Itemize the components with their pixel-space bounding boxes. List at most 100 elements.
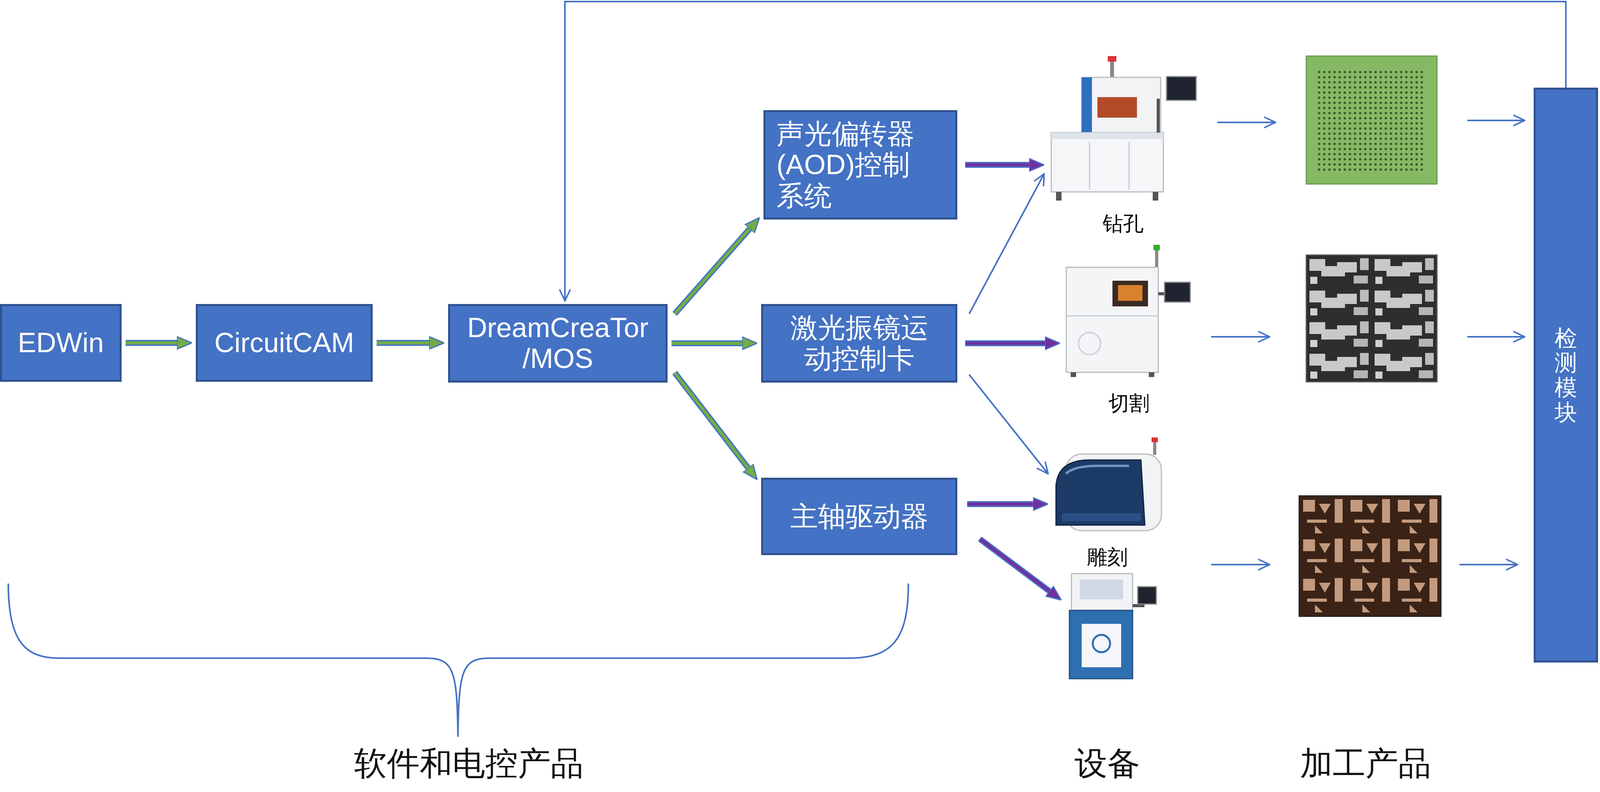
connector-outline [376,339,430,346]
connector-line [376,341,430,345]
laser-machine [1092,634,1111,653]
engraving-machine [1061,513,1141,522]
node-text: DreamCreaTor /MOS [461,312,655,375]
engraving-machine [1056,437,1162,531]
drill-machine [1051,132,1164,139]
drive-arrow [979,538,1050,591]
section-label: 设备 [1074,745,1141,782]
engraving-machine [1056,459,1145,526]
connector-line [674,372,749,468]
drill-machine [1107,56,1117,62]
node-text: 钻孔 [1101,212,1146,235]
drill-machine [1128,142,1130,190]
machine: 雕刻 [1050,438,1165,569]
flow-arrows [1217,121,1276,124]
module-box: 检测模块 [1533,87,1599,663]
flow-arrows [1467,119,1525,122]
cutting-machine [1155,247,1159,268]
connector [674,372,749,468]
drill-machine [1110,59,1115,79]
section-label: 加工产品 [1299,745,1432,782]
connector-outline [674,372,749,468]
connector [376,342,430,344]
flow-arrows [1211,563,1270,566]
engraving-machine [1065,465,1130,474]
connector-line [969,374,1049,474]
node-text: 切割 [1106,392,1152,415]
section-label: 软件和电控产品 [354,745,584,782]
connector [969,173,1045,314]
connector-line [965,163,1030,167]
node-text: 激光振镜运 动控制卡 [774,312,945,375]
cutting-machine [1164,282,1191,302]
drill-machine [1056,191,1062,201]
drill-machine [1081,77,1161,137]
laser-machine [1069,573,1157,679]
software-box: DreamCreaTor /MOS [448,303,668,383]
laser-machine [1079,579,1124,600]
connector-outline [965,161,1030,168]
cutting-machine [1078,332,1101,355]
cutting-machine [1066,315,1159,317]
drill-machine [1097,97,1137,118]
drill-machine [1166,76,1197,101]
laser-machine [1081,623,1122,668]
node-text: 主轴驱动器 [790,500,929,532]
node-text: 雕刻 [1085,545,1130,569]
product-boards [1306,56,1437,184]
controller-box: 主轴驱动器 [761,477,958,556]
connector-line [674,228,750,314]
connector-line [125,341,177,345]
software-box: CircuitCAM [195,303,373,382]
engraving-machine [1151,437,1158,443]
node-text: 声光偏转器 (AOD)控制 系统 [776,118,940,212]
cutting-machine [1117,285,1143,301]
product-boards [1316,69,1424,172]
drill-machine [1051,132,1164,192]
connector-outline [965,340,1045,347]
software-box: EDWin [0,303,122,382]
flow-arrows [1211,120,1525,565]
cutting-machine [1066,244,1191,378]
drill-machine [1051,56,1197,201]
connector-line [965,341,1045,345]
drill-machine [1156,98,1160,133]
cutting-machine [1070,372,1077,378]
node-text: 检测模块 [1554,325,1578,425]
connector-line [967,502,1034,506]
laser-machine [1137,586,1157,604]
connector-line [671,341,743,345]
controller-box: 声光偏转器 (AOD)控制 系统 [763,110,958,220]
connector [674,228,750,314]
flow-arrows [1211,335,1270,338]
product-boards [1299,56,1441,617]
connector [969,374,1049,474]
node-text: CircuitCAM [214,327,355,359]
node-text: EDWin [17,327,104,359]
product-boards [1299,495,1441,617]
connector [125,342,177,344]
connector-outline [674,228,750,314]
machine: 切割 [1061,244,1197,415]
flow-arrows [1467,335,1525,338]
connector [671,343,743,344]
connector-outline [967,500,1034,507]
laser-machine [1069,610,1133,679]
connector [564,1,1567,301]
connector-outline [125,339,177,346]
drill-machine [1152,191,1159,201]
flow-arrows [1459,563,1518,566]
connector-line [969,173,1045,314]
cutting-machine [1148,372,1155,378]
product-boards [1306,255,1437,382]
connector-outline [671,340,743,347]
machine: 钻孔 [1046,55,1201,235]
connector [965,164,1030,166]
laser-machine [1071,573,1133,611]
drill-machine [1081,77,1092,137]
cutting-machine [1112,280,1148,307]
connector-line [564,1,1567,301]
connector [967,503,1034,505]
drive-arrow [979,538,1050,591]
